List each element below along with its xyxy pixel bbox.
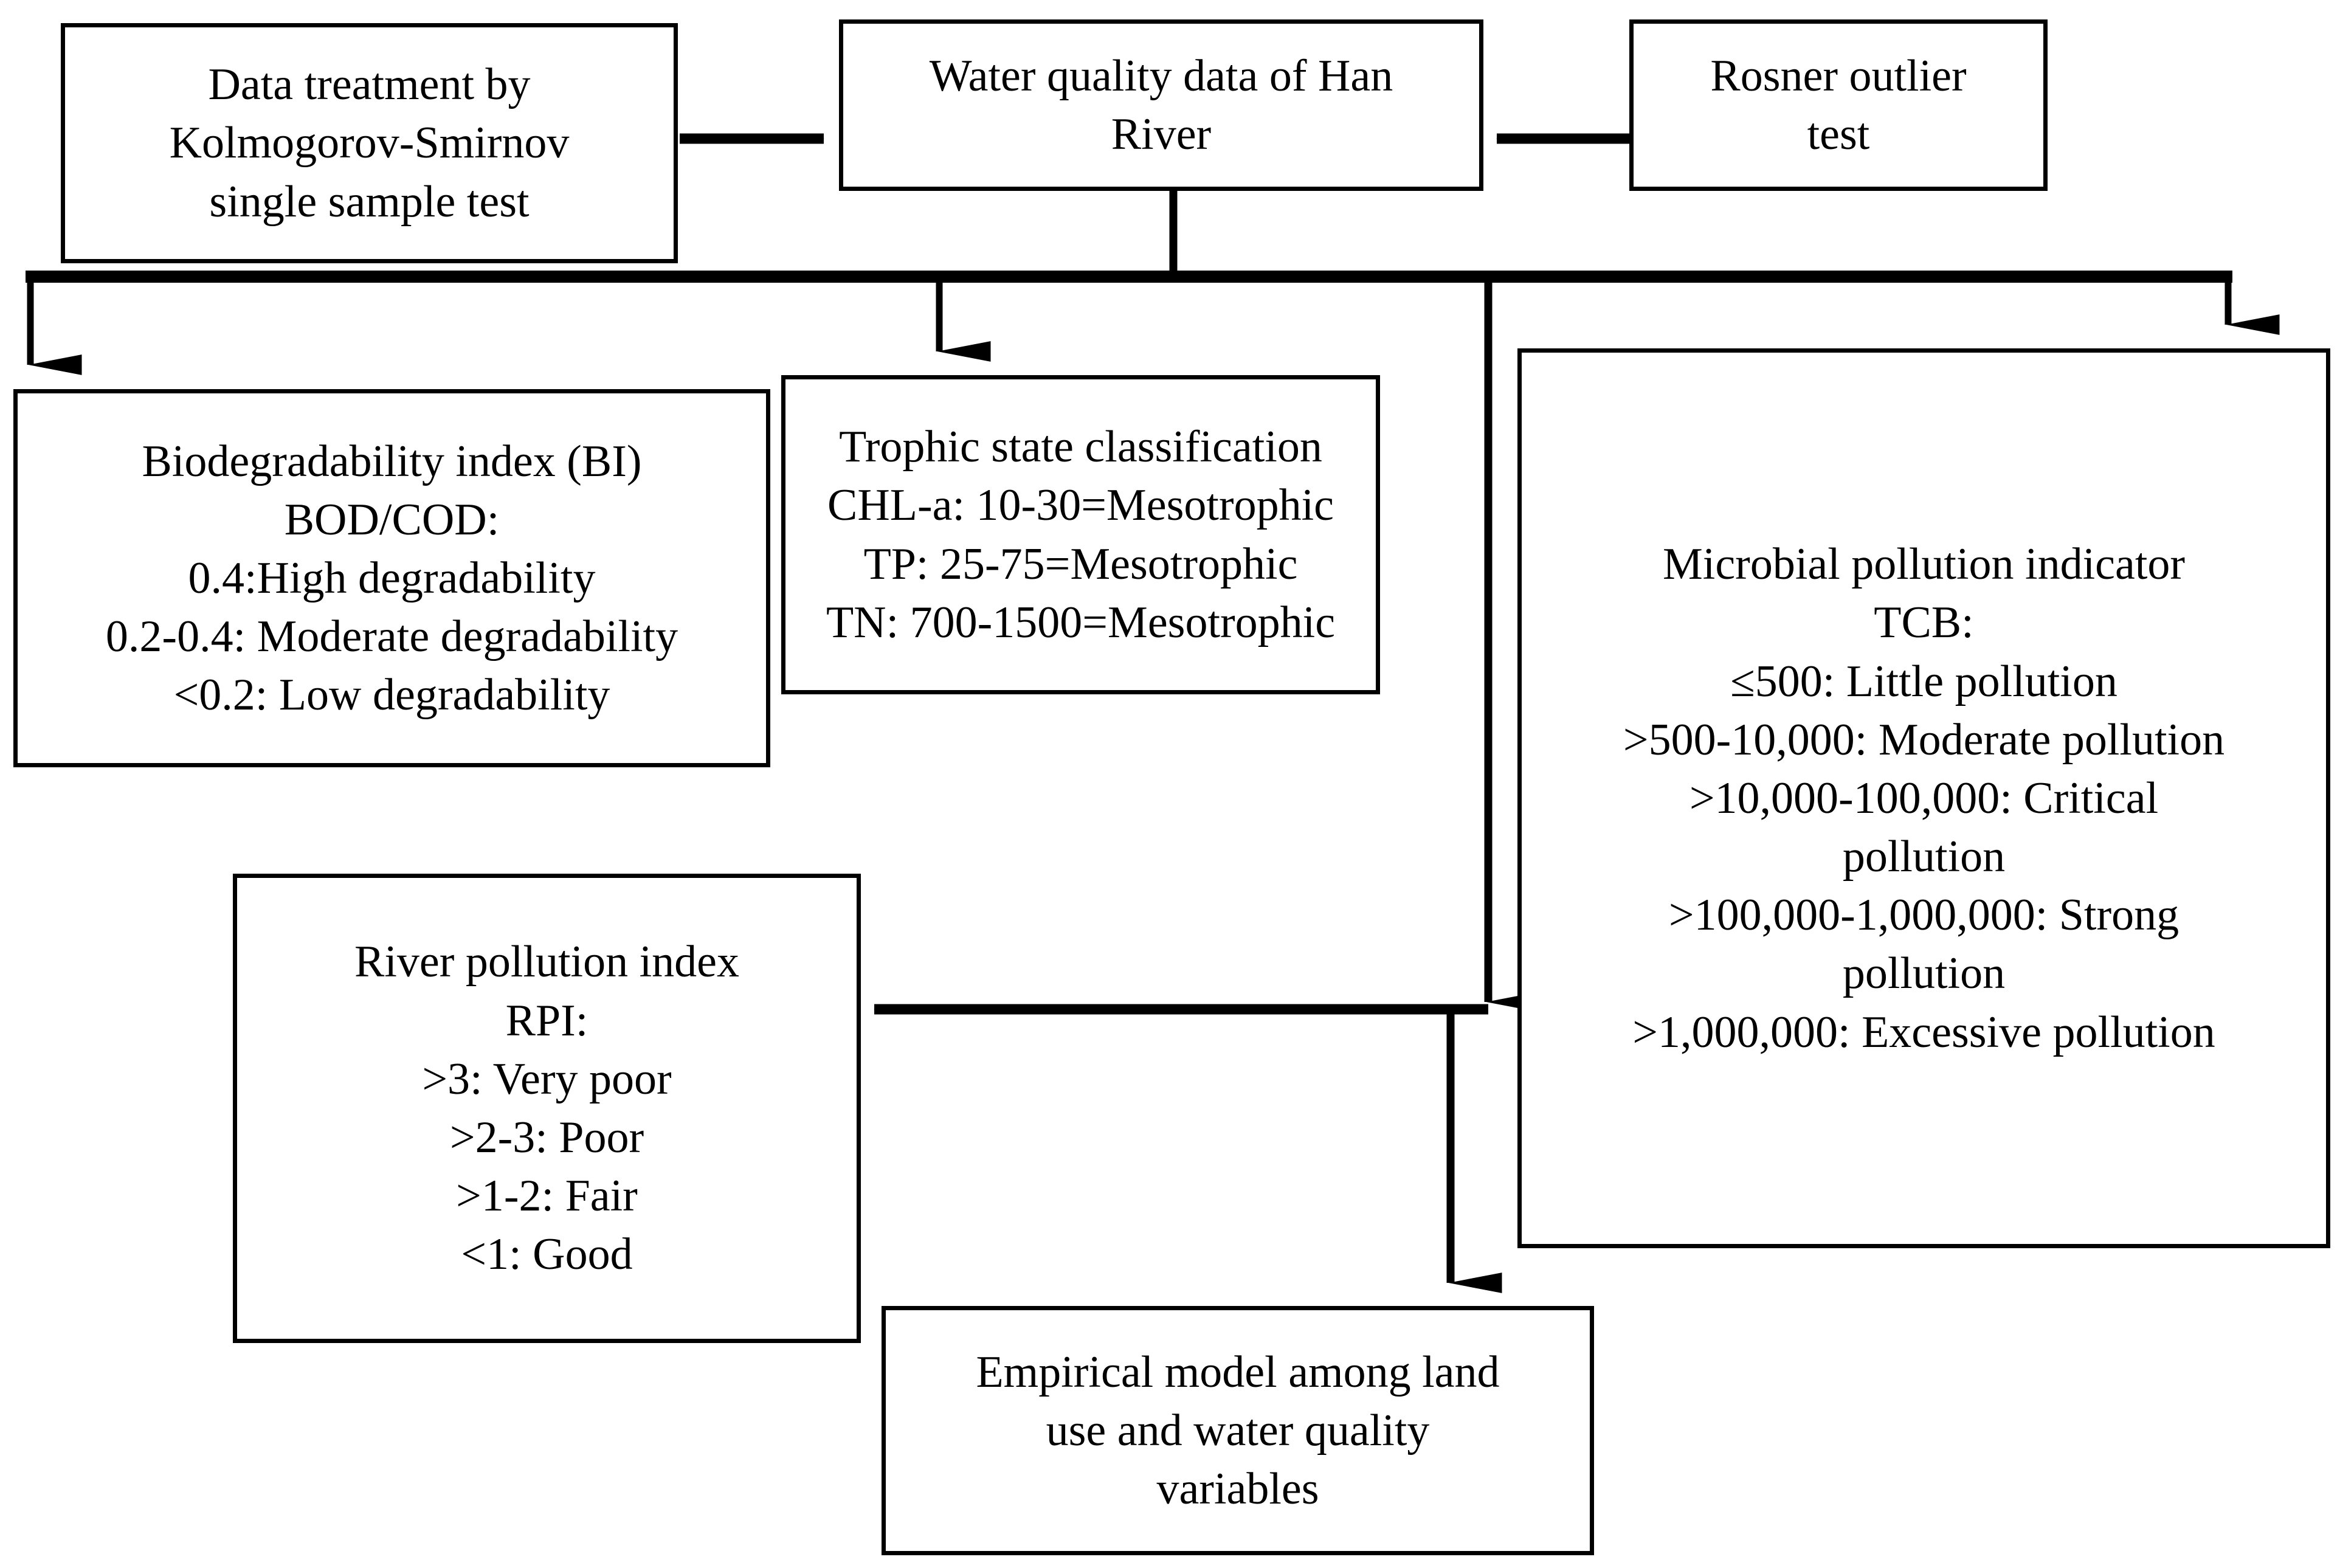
rosner-outlier-test-node[interactable]: Rosner outlier test: [1629, 19, 2048, 191]
river-pollution-index-node[interactable]: River pollution index RPI: >3: Very poor…: [233, 874, 861, 1343]
trophic-state-classification-node[interactable]: Trophic state classification CHL-a: 10-3…: [781, 375, 1380, 694]
node-line: >2-3: Poor: [449, 1113, 644, 1162]
node-line: >1,000,000: Excessive pollution: [1632, 1007, 2215, 1057]
microbial-pollution-indicator-node[interactable]: Microbial pollution indicator TCB: ≤500:…: [1517, 348, 2330, 1248]
node-line: Trophic state classification: [839, 422, 1322, 472]
node-line: Microbial pollution indicator: [1662, 539, 2186, 590]
node-line: variables: [1156, 1464, 1319, 1514]
empirical-model-node[interactable]: Empirical model among land use and water…: [882, 1306, 1594, 1555]
node-line: <0.2: Low degradability: [173, 670, 610, 720]
node-line: 0.2-0.4: Moderate degradability: [105, 612, 678, 662]
node-line: RPI:: [505, 995, 588, 1046]
node-line: 0.4:High degradability: [188, 553, 596, 603]
node-line: Rosner outlier: [1710, 50, 1967, 101]
node-line: >1-2: Fair: [456, 1171, 638, 1221]
biodegradability-index-node[interactable]: Biodegradability index (BI) BOD/COD: 0.4…: [13, 389, 770, 767]
node-line: BOD/COD:: [284, 494, 500, 545]
node-line: single sample test: [209, 176, 530, 227]
node-line: test: [1807, 109, 1870, 159]
node-line: TCB:: [1874, 598, 1974, 648]
node-line: >3: Very poor: [422, 1054, 672, 1104]
node-line: Kolmogorov-Smirnov: [169, 118, 570, 168]
node-line: TP: 25-75=Mesotrophic: [863, 539, 1298, 589]
node-line: River: [1111, 109, 1212, 159]
node-line: <1: Good: [461, 1229, 633, 1280]
node-line: ≤500: Little pollution: [1730, 656, 2117, 706]
node-line: pollution: [1842, 832, 2006, 882]
node-line: >10,000-100,000: Critical: [1689, 773, 2159, 823]
node-line: >100,000-1,000,000: Strong: [1668, 890, 2180, 941]
node-line: pollution: [1842, 948, 2006, 999]
water-quality-node[interactable]: Water quality data of Han River: [839, 19, 1483, 191]
node-line: CHL-a: 10-30=Mesotrophic: [827, 480, 1334, 531]
node-line: >500-10,000: Moderate pollution: [1623, 714, 2225, 765]
node-line: Biodegradability index (BI): [142, 436, 642, 486]
node-line: Water quality data of Han: [929, 50, 1393, 101]
node-line: Empirical model among land: [976, 1347, 1500, 1397]
data-treatment-node[interactable]: Data treatment by Kolmogorov-Smirnov sin…: [61, 23, 678, 263]
node-line: Data treatment by: [208, 60, 531, 110]
node-line: River pollution index: [354, 937, 740, 987]
node-line: TN: 700-1500=Mesotrophic: [826, 597, 1336, 648]
node-line: use and water quality: [1046, 1405, 1430, 1456]
